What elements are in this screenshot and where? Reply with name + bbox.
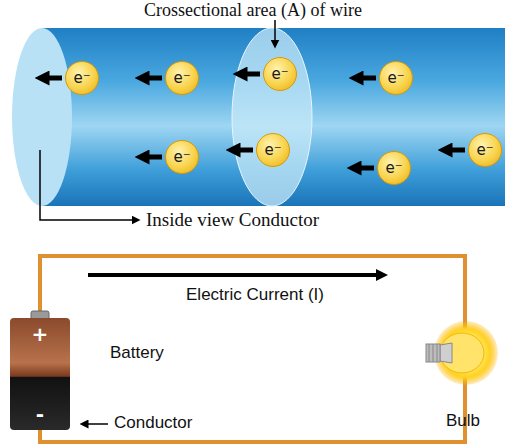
bulb-neck [440, 343, 452, 363]
pointer-arrow [274, 20, 276, 44]
circuit-wire [40, 256, 465, 442]
current-arrow [88, 273, 382, 277]
wire-body [42, 28, 505, 206]
electron-symbol: e⁻ [271, 65, 288, 83]
bulb-base [426, 344, 440, 362]
callout-label: Inside view Conductor [146, 209, 319, 231]
leader-line [40, 150, 136, 220]
bulb-glow [434, 321, 498, 385]
electron-symbol: e⁻ [387, 69, 404, 87]
electron-symbol: e⁻ [173, 148, 190, 166]
wire-end-face [12, 28, 72, 206]
part-label: Battery [110, 343, 164, 363]
electron: e⁻ [263, 57, 297, 91]
terminal-sign: - [36, 404, 44, 424]
callout-label: Crossectional area (A) of wire [144, 0, 362, 21]
electron-symbol: e⁻ [73, 69, 90, 87]
part-label: Bulb [446, 411, 480, 431]
pointer-arrow [84, 423, 108, 425]
cross-section [232, 28, 312, 206]
part-label: Conductor [114, 413, 192, 433]
terminal-sign: + [32, 324, 49, 344]
electron-symbol: e⁻ [264, 141, 281, 159]
electron: e⁻ [165, 61, 199, 95]
electron-symbol: e⁻ [476, 141, 493, 159]
electron: e⁻ [165, 140, 199, 174]
electron-symbol: e⁻ [385, 159, 402, 177]
bulb-glass [440, 333, 484, 373]
electron: e⁻ [468, 133, 502, 167]
electron: e⁻ [377, 151, 411, 185]
electron: e⁻ [256, 133, 290, 167]
electron-symbol: e⁻ [173, 69, 190, 87]
electron: e⁻ [65, 61, 99, 95]
current-label: Electric Current (I) [186, 285, 324, 305]
battery-cell: +- [10, 318, 70, 430]
electron: e⁻ [379, 61, 413, 95]
